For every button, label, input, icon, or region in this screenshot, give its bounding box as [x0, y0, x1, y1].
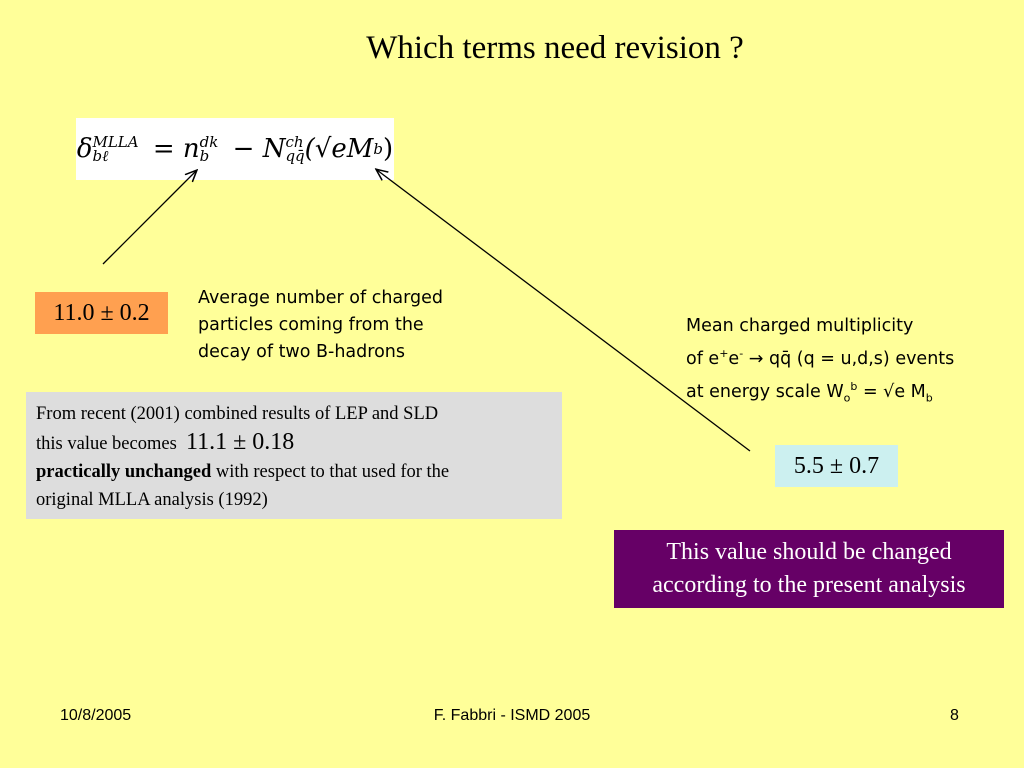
desc-left-line-2: particles coming from the: [198, 315, 424, 335]
desc-left-line-1: Average number of charged: [198, 288, 444, 308]
revision-note-box: This value should be changed according t…: [614, 530, 1004, 608]
recent-results-box: From recent (2001) combined results of L…: [26, 392, 562, 519]
formula-delta: δ: [76, 134, 93, 164]
formula-arg-sub: b: [373, 140, 384, 158]
gray-line-2: this value becomes 11.1 ± 0.18: [36, 429, 295, 455]
formula-arg-close: ): [383, 134, 394, 164]
desc-right-line-2: of e+e- → qq̄ (q = u,d,s) events: [686, 347, 955, 369]
footer-author: F. Fabbri - ISMD 2005: [433, 707, 591, 724]
desc-right-line-1: Mean charged multiplicity: [686, 316, 914, 336]
footer-date: 10/8/2005: [60, 707, 132, 724]
desc-right-line-3: at energy scale Wob = √e Mb: [686, 379, 933, 405]
description-right: Mean charged multiplicity of e+e- → qq̄ …: [686, 313, 1024, 411]
value-right-box: 5.5 ± 0.7: [775, 445, 898, 487]
footer-page-number: 8: [950, 707, 959, 724]
gray-line-4: original MLLA analysis (1992): [36, 490, 268, 510]
formula-n-sub: b: [199, 147, 210, 165]
formula-delta-sup: MLLA: [92, 133, 139, 151]
gray-line-1: From recent (2001) combined results of L…: [36, 404, 439, 424]
formula-n-sup: dk: [199, 133, 219, 151]
formula-N: N: [262, 134, 286, 164]
desc-left-line-3: decay of two B-hadrons: [198, 342, 405, 362]
formula-delta-sub: bℓ: [92, 147, 109, 165]
value-left-box: 11.0 ± 0.2: [35, 292, 168, 334]
updated-value: 11.1 ± 0.18: [186, 429, 295, 455]
arrow-left: [102, 171, 196, 265]
description-left: Average number of charged particles comi…: [198, 285, 518, 366]
slide-title: Which terms need revision ?: [366, 30, 744, 66]
formula-N-sup: ch: [285, 133, 304, 151]
formula-n: n: [182, 134, 200, 164]
gray-line-3: practically unchanged with respect to th…: [36, 462, 450, 482]
formula-arg: (√eM: [304, 134, 374, 164]
purple-line-2: according to the present analysis: [652, 572, 966, 598]
formula-N-sub: qq̄: [285, 147, 305, 165]
purple-line-1: This value should be changed: [666, 539, 952, 565]
arrow-right: [377, 170, 751, 452]
